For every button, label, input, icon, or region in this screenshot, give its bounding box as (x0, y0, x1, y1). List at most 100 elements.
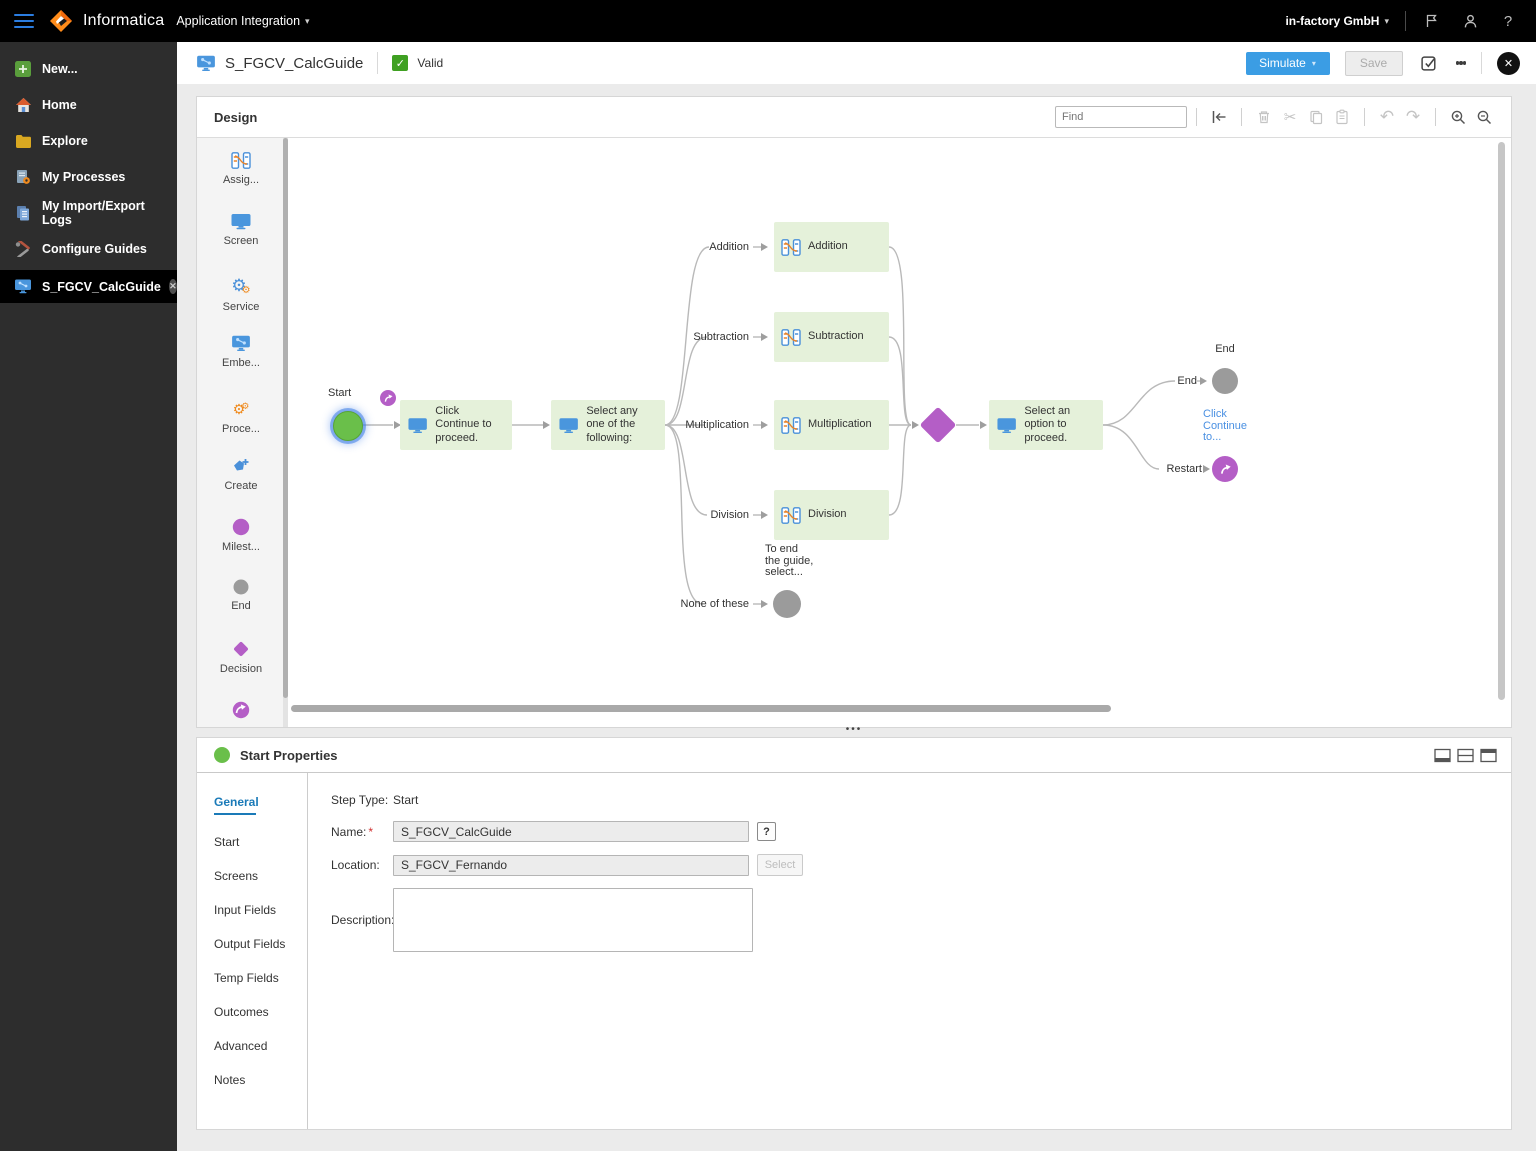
paste-icon[interactable] (1332, 108, 1352, 126)
sidebar-item-import-export-logs[interactable]: My Import/Export Logs (0, 195, 177, 231)
branch-label-subtraction: Subtraction (693, 331, 749, 343)
milestone-badge-icon[interactable] (380, 390, 396, 406)
zoom-in-icon[interactable] (1448, 108, 1468, 126)
sidebar-item-home[interactable]: Home (0, 87, 177, 123)
close-document-button[interactable]: ✕ (1497, 51, 1520, 75)
tab-start[interactable]: Start (214, 835, 240, 849)
home-icon (14, 96, 32, 114)
flow-canvas[interactable]: Start Click Continue to proceed. Select … (291, 141, 1496, 706)
sidebar-item-my-processes[interactable]: My Processes (0, 159, 177, 195)
tab-output-fields[interactable]: Output Fields (214, 937, 286, 951)
divider (377, 52, 379, 74)
flag-icon[interactable] (1422, 11, 1442, 31)
divider (1481, 52, 1482, 74)
valid-check-icon: ✓ (392, 55, 409, 71)
tenant-menu[interactable]: in-factory GmbH (1285, 14, 1380, 28)
cut-icon[interactable]: ✂ (1283, 109, 1297, 126)
start-step-icon (214, 747, 230, 763)
step-click-continue[interactable]: Click Continue to proceed. (400, 400, 512, 450)
start-node[interactable] (333, 411, 363, 441)
document-header: S_FGCV_CalcGuide ✓ Valid Simulate ▾ Save… (177, 42, 1536, 84)
palette-item-create[interactable]: Create (197, 457, 285, 501)
layout-split-icon[interactable] (1457, 748, 1474, 763)
palette-item-process[interactable]: ⚙⚙ Proce... (197, 396, 285, 440)
jump-node-restart[interactable] (1212, 456, 1238, 482)
step-select-option[interactable]: Select an option to proceed. (989, 400, 1103, 450)
redo-icon[interactable]: ↷ (1405, 107, 1421, 126)
app-switcher[interactable]: Application Integration (176, 14, 301, 28)
palette-item-milestone[interactable]: Milest... (197, 518, 285, 562)
delete-icon[interactable] (1254, 108, 1274, 126)
palette-item-embedded-guide[interactable]: Embe... (197, 335, 285, 379)
branch-label-restart: Restart (1166, 463, 1202, 475)
copy-icon[interactable] (1306, 108, 1326, 126)
assignment-icon (231, 152, 251, 169)
palette-item-assignment[interactable]: Assig... (197, 152, 285, 196)
sidebar-item-configure-guides[interactable]: Configure Guides (0, 231, 177, 267)
sidebar-item-explore[interactable]: Explore (0, 123, 177, 159)
palette-item-service[interactable]: ⚙⚙ Service (222, 276, 260, 313)
palette-item-decision[interactable]: Decision (197, 640, 285, 684)
sidebar: New... Home Explore My Processes My Impo… (0, 42, 177, 1151)
location-input[interactable] (393, 854, 749, 876)
layout-top-icon[interactable] (1480, 748, 1497, 763)
page-title: S_FGCV_CalcGuide (225, 54, 364, 72)
guide-screen-icon (196, 55, 216, 72)
panel-splitter-handle[interactable]: ••• (845, 724, 863, 735)
step-division[interactable]: Division (774, 490, 889, 540)
user-icon[interactable] (1460, 11, 1480, 31)
save-button[interactable]: Save (1344, 50, 1403, 76)
screen-icon (997, 417, 1016, 433)
sidebar-tab-open-guide[interactable]: S_FGCV_CalcGuide ✕ (0, 270, 177, 303)
tab-screens[interactable]: Screens (214, 869, 259, 883)
canvas-horizontal-scrollbar[interactable] (291, 705, 1111, 712)
tab-general[interactable]: General (197, 795, 307, 815)
palette-item-end[interactable]: End (197, 579, 285, 623)
palette-item-screen[interactable]: Screen (197, 213, 285, 257)
end-node-title: End (1215, 343, 1235, 355)
layout-bottom-icon[interactable] (1434, 748, 1451, 763)
simulate-button[interactable]: Simulate ▾ (1245, 51, 1330, 75)
tab-temp-fields[interactable]: Temp Fields (214, 971, 279, 985)
close-icon[interactable]: ✕ (168, 279, 177, 294)
divider (1196, 108, 1197, 126)
find-input[interactable] (1055, 106, 1187, 128)
description-textarea[interactable] (393, 888, 753, 952)
name-label: Name:* (331, 824, 374, 839)
branch-label-addition: Addition (709, 241, 749, 253)
tab-outcomes[interactable]: Outcomes (214, 1005, 269, 1019)
step-multiplication[interactable]: Multiplication (774, 400, 889, 450)
location-select-button[interactable]: Select (757, 854, 803, 876)
palette-scrollbar[interactable] (283, 138, 288, 727)
canvas-vertical-scrollbar[interactable] (1498, 142, 1505, 700)
sidebar-item-new[interactable]: New... (0, 51, 177, 87)
step-select-any[interactable]: Select any one of the following: (551, 400, 665, 450)
collapse-left-icon[interactable] (1209, 108, 1229, 126)
undo-icon[interactable]: ↶ (1379, 107, 1395, 126)
more-options-button[interactable] (1455, 59, 1466, 67)
guide-screen-icon (14, 279, 32, 294)
hamburger-menu-icon[interactable] (14, 10, 34, 32)
note-to-end-guide: To end the guide, select... (765, 543, 814, 578)
branch-label-none: None of these (680, 598, 750, 610)
tab-input-fields[interactable]: Input Fields (214, 903, 277, 917)
start-label: Start (328, 387, 352, 399)
screen-icon (231, 214, 251, 230)
palette-item-jump[interactable] (197, 701, 285, 727)
validate-button[interactable] (1420, 54, 1439, 73)
note-click-continue[interactable]: Click Continue to... (1203, 408, 1248, 443)
design-title: Design (214, 109, 258, 125)
name-help-button[interactable]: ? (757, 822, 776, 841)
tab-advanced[interactable]: Advanced (214, 1039, 268, 1053)
step-addition[interactable]: Addition (774, 222, 889, 272)
end-node[interactable] (1212, 368, 1238, 394)
step-subtraction[interactable]: Subtraction (774, 312, 889, 362)
name-input[interactable] (393, 821, 749, 842)
end-node-none[interactable] (773, 590, 801, 618)
zoom-out-icon[interactable] (1474, 108, 1494, 126)
tab-notes[interactable]: Notes (214, 1073, 246, 1087)
general-form: Step Type: Start Name:* ? Location: Sele… (309, 773, 1509, 1129)
help-icon[interactable]: ? (1503, 12, 1513, 30)
assignment-icon (781, 238, 801, 256)
decision-icon (234, 642, 248, 656)
